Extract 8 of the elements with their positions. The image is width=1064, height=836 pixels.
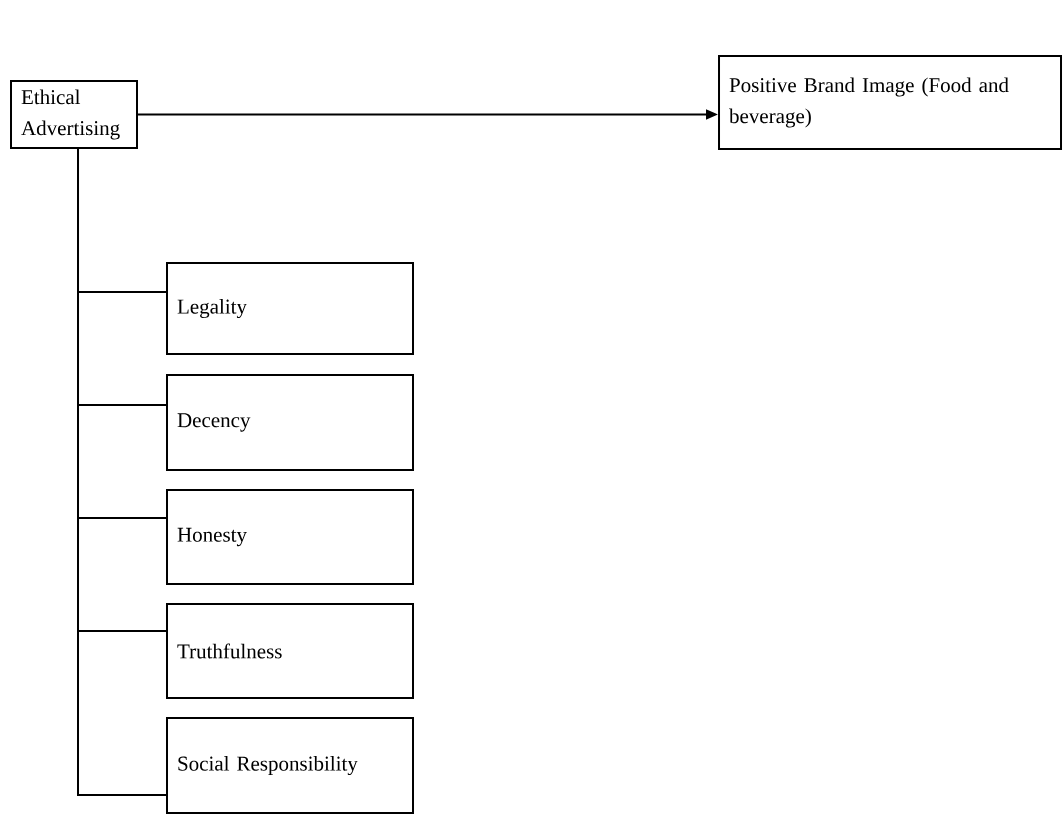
process-box: Ethical Advertising (10, 80, 138, 149)
process-box: Honesty (166, 489, 414, 585)
process-box: Truthfulness (166, 603, 414, 699)
connector (77, 148, 167, 796)
process-box: Legality (166, 262, 414, 355)
process-box: Social Responsibility (166, 717, 414, 814)
process-box: Positive Brand Image (Food and beverage) (718, 55, 1062, 150)
process-box: Decency (166, 374, 414, 471)
